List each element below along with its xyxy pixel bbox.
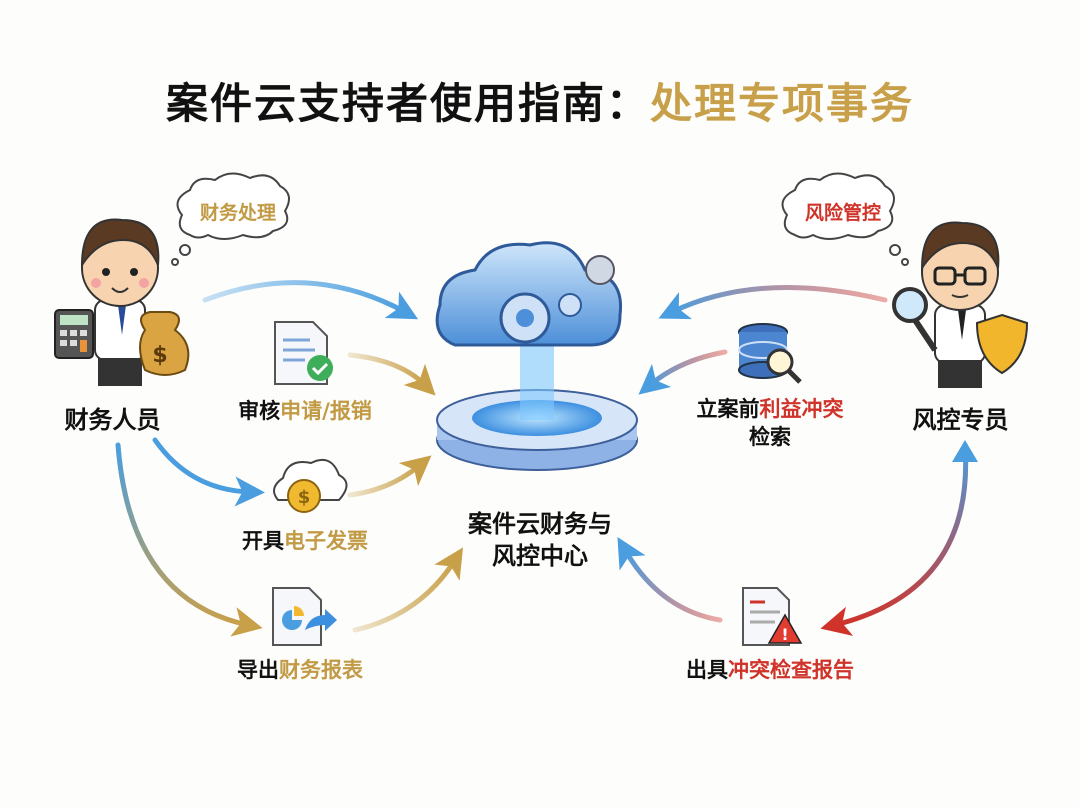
arrow-finance-to-center — [202, 280, 419, 320]
task-invoice-label: 开具电子发票 — [205, 525, 405, 555]
report-export-icon — [272, 587, 337, 646]
task-plain: 导出 — [237, 658, 279, 682]
center-label: 案件云财务与 风控中心 — [440, 508, 640, 572]
arrow-risk-to-warning — [820, 442, 969, 636]
cloud-coin-icon: $ — [273, 459, 348, 513]
arrow-finance-to-invoice — [152, 437, 265, 507]
task-conflict-search-label: 立案前利益冲突 检索 — [670, 395, 870, 451]
task-audit-label: 审核申请/报销 — [205, 395, 405, 425]
svg-text:$: $ — [298, 487, 311, 508]
shield-icon — [975, 313, 1029, 375]
report-warning-icon: ! — [742, 587, 803, 646]
arrow-report-to-center — [352, 547, 464, 633]
magnifier-icon — [892, 287, 938, 352]
arrow-search-to-center — [638, 349, 728, 395]
arrow-warning-to-center — [617, 537, 723, 623]
arrow-audit-to-center — [347, 352, 436, 396]
glasses-icon — [933, 266, 987, 286]
thought-bubble-right — [781, 172, 909, 266]
database-search-icon — [738, 323, 802, 384]
task-plain: 开具 — [242, 529, 284, 553]
center-label-line1: 案件云财务与 — [468, 510, 612, 538]
task-highlight: 冲突检查报告 — [728, 658, 854, 682]
task-highlight: 电子发票 — [284, 529, 368, 553]
finance-thought-bubble-text: 财务处理 — [199, 202, 276, 224]
risk-thought-bubble-text: 风险管控 — [804, 202, 881, 224]
task-conflict-report-label: 出具冲突检查报告 — [660, 654, 880, 684]
task-plain: 立案前 — [696, 397, 760, 421]
title-highlight: 处理专项事务 — [650, 79, 915, 128]
task-plain: 审核 — [238, 399, 281, 423]
arrow-finance-to-report — [115, 442, 263, 637]
document-check-icon — [274, 321, 333, 385]
task-highlight: 利益冲突 — [759, 397, 844, 421]
center-label-line2: 风控中心 — [492, 542, 588, 570]
calculator-icon — [54, 309, 94, 359]
finance-role-label: 财务人员 — [64, 406, 161, 434]
arrow-invoice-to-center — [347, 455, 432, 498]
finance-person-illustration: $ — [54, 218, 190, 386]
svg-text:$: $ — [152, 343, 167, 368]
risk-person-illustration — [892, 221, 1029, 388]
money-bag-icon: $ — [139, 311, 190, 376]
cloud-center-illustration — [435, 241, 638, 471]
task-report-label: 导出财务报表 — [200, 654, 400, 684]
risk-role-label: 风控专员 — [912, 406, 1009, 434]
page-title: 案件云支持者使用指南：处理专项事务 — [0, 70, 1080, 131]
arrow-risk-to-center — [658, 285, 888, 320]
title-prefix: 案件云支持者使用指南： — [165, 79, 650, 128]
thought-bubble-left — [171, 172, 290, 266]
task-highlight: 申请/报销 — [280, 399, 372, 423]
arrowhead-to-risk — [952, 440, 978, 462]
task-line2: 检索 — [749, 425, 791, 449]
task-plain: 出具 — [686, 658, 728, 682]
task-highlight: 财务报表 — [279, 658, 363, 682]
svg-text:!: ! — [781, 625, 788, 644]
